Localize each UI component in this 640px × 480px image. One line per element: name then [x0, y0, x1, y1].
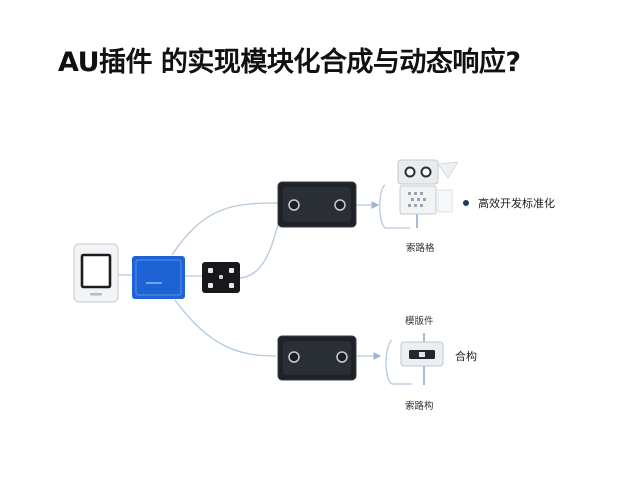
connector-hub-to-upper — [171, 202, 279, 256]
bullet-dot — [463, 200, 469, 206]
upper-output-module-icon — [397, 159, 459, 215]
tablet-icon — [73, 243, 119, 303]
connector-lower-bracket — [385, 339, 412, 385]
lower-below-label: 索路构 — [405, 401, 434, 412]
connector-lines — [118, 184, 425, 385]
lower-output-module-icon — [400, 341, 444, 367]
page-title: AU插件 的实现模块化合成与动态响应? — [58, 47, 521, 78]
connector-hub-to-lower — [174, 299, 277, 357]
lower-right-label: 合构 — [455, 350, 477, 363]
lower-plugin-panel-icon — [277, 335, 357, 381]
upper-below-label: 索路格 — [406, 243, 435, 254]
hub-module-icon — [132, 256, 185, 299]
upper-plugin-panel-icon — [277, 181, 357, 228]
connector-upper-bracket — [379, 184, 410, 229]
module-chip-icon — [202, 262, 240, 293]
upper-right-label: 高效开发标准化 — [478, 197, 555, 210]
lower-above-label: 模版件 — [405, 316, 434, 327]
